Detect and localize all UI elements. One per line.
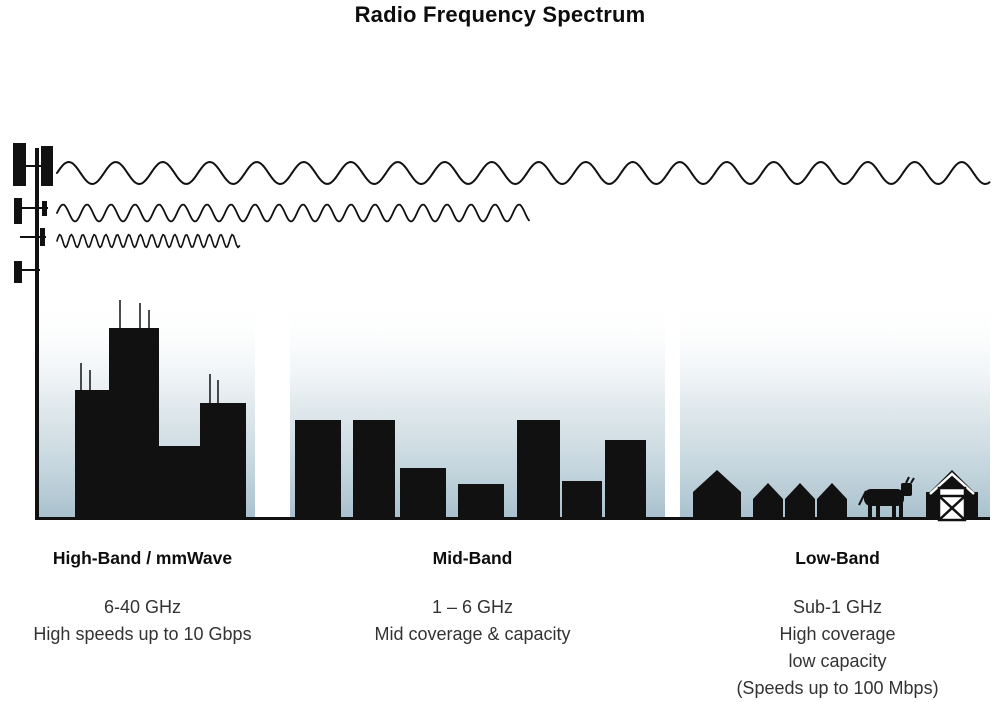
highband-label: High-Band / mmWave	[52, 548, 233, 568]
midband-caption: Mid-Band 1 – 6 GHz Mid coverage & capaci…	[340, 548, 605, 648]
highband-description: High speeds up to 10 Gbps	[33, 624, 252, 644]
midband-frequency: 1 – 6 GHz	[431, 597, 514, 617]
cow-icon	[858, 476, 915, 518]
lowband-description: High coverage	[779, 624, 896, 644]
lowband-label: Low-Band	[795, 548, 880, 568]
short-wavelength-wave-icon	[56, 233, 241, 249]
lowband-sky-gradient	[680, 298, 990, 518]
highband-frequency: 6-40 GHz	[103, 597, 182, 617]
lowband-caption: Low-Band Sub-1 GHz High coverage low cap…	[700, 548, 975, 702]
midband-description: Mid coverage & capacity	[374, 624, 571, 644]
midrise-buildings-silhouette	[295, 420, 646, 520]
lowband-description: low capacity	[788, 651, 887, 671]
medium-wavelength-wave-icon	[56, 203, 530, 223]
lowband-description: (Speeds up to 100 Mbps)	[736, 678, 939, 698]
house-icon	[785, 483, 815, 520]
lowband-frequency: Sub-1 GHz	[792, 597, 883, 617]
midband-label: Mid-Band	[432, 548, 513, 568]
midband-sky-gradient	[290, 298, 665, 518]
city-skyline-silhouette	[75, 300, 246, 520]
house-icon	[817, 483, 847, 520]
rural-scene-silhouette	[693, 470, 978, 522]
highband-caption: High-Band / mmWave 6-40 GHz High speeds …	[10, 548, 275, 648]
house-icon	[693, 470, 741, 520]
long-wavelength-wave-icon	[56, 161, 991, 185]
cell-tower-icon	[13, 143, 53, 520]
page-title: Radio Frequency Spectrum	[354, 2, 646, 27]
house-icon	[753, 483, 783, 520]
barn-icon	[926, 470, 978, 522]
